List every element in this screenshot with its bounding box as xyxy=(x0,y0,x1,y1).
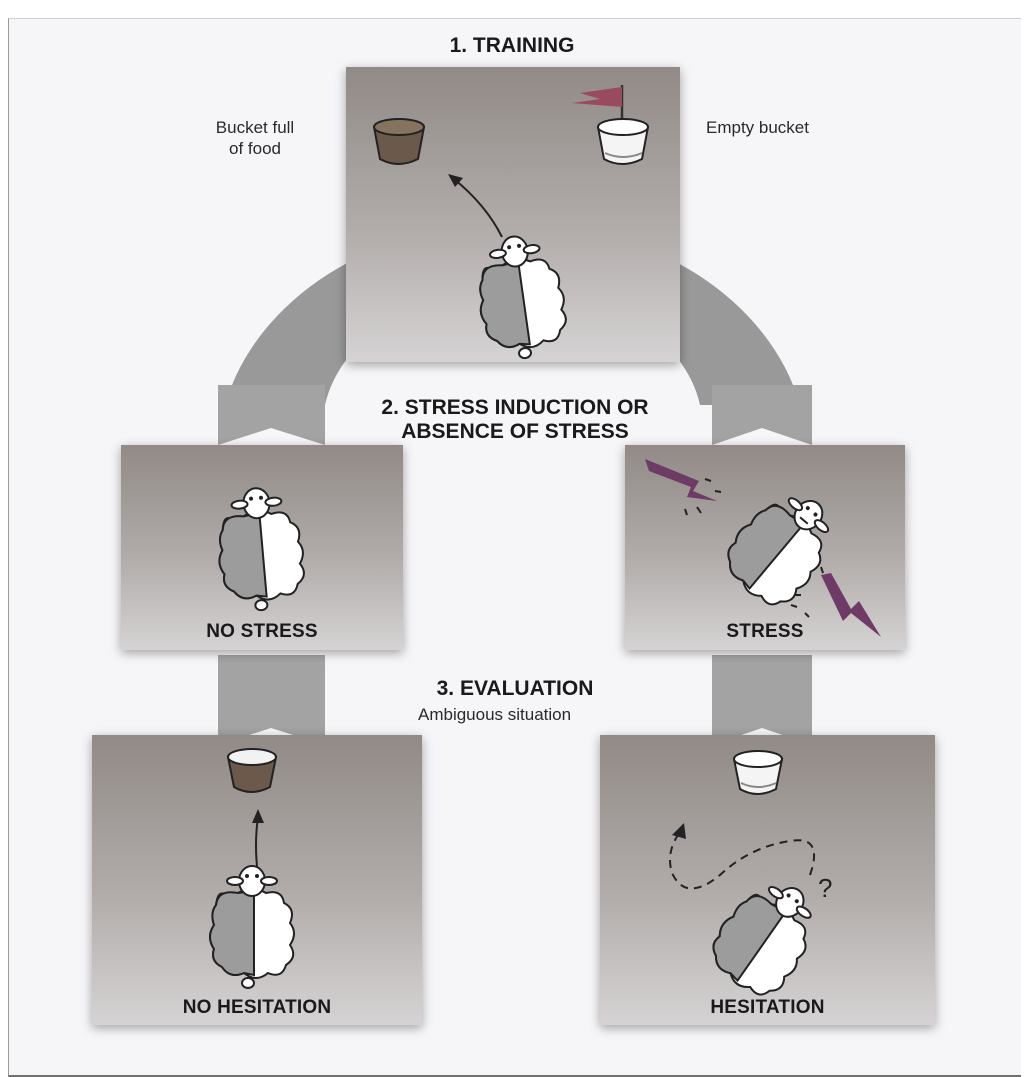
bucket-full-label: Bucket full of food xyxy=(215,118,295,158)
bucket-empty-label: Empty bucket xyxy=(706,118,809,137)
training-panel xyxy=(346,67,680,362)
food-bucket-icon xyxy=(372,118,426,165)
step-3-title: 3. EVALUATION xyxy=(436,677,594,700)
hesitation-panel: ? HESITATION xyxy=(600,735,935,1025)
left-chevron-1 xyxy=(218,385,325,445)
lightning-icon xyxy=(645,459,722,516)
step-2-title-line1: 2. STRESS INDUCTION OR xyxy=(381,396,649,419)
question-mark: ? xyxy=(818,873,832,903)
empty-bucket-icon xyxy=(596,118,650,165)
sheep-icon xyxy=(712,886,812,996)
step-1-title: 1. TRAINING xyxy=(449,34,575,57)
hesitation-label: HESITATION xyxy=(710,997,825,1018)
no-stress-panel: NO STRESS xyxy=(121,445,403,650)
dashed-path-arrow-icon xyxy=(669,823,815,890)
no-hesitation-panel: NO HESITATION xyxy=(92,735,422,1025)
no-stress-label: NO STRESS xyxy=(206,621,318,642)
arrow-icon xyxy=(252,809,264,876)
arrow-icon xyxy=(448,174,503,238)
stress-label: STRESS xyxy=(726,621,804,642)
step-3-subtitle: Ambiguous situation xyxy=(418,705,572,724)
flag-icon xyxy=(572,85,624,123)
sheep-icon xyxy=(218,487,305,612)
left-chevron-2 xyxy=(218,655,325,745)
food-bucket-icon xyxy=(226,748,278,793)
empty-bucket-icon xyxy=(732,750,784,795)
sheep-icon xyxy=(209,865,295,989)
sheep-icon xyxy=(479,235,567,360)
right-chevron-1 xyxy=(712,385,812,445)
sheep-icon xyxy=(727,497,830,606)
lightning-icon xyxy=(790,566,881,637)
step-2-title-line2: ABSENCE OF STRESS xyxy=(401,420,629,443)
right-chevron-2 xyxy=(712,655,812,745)
stress-panel: STRESS xyxy=(625,445,905,650)
no-hesitation-label: NO HESITATION xyxy=(182,997,332,1018)
